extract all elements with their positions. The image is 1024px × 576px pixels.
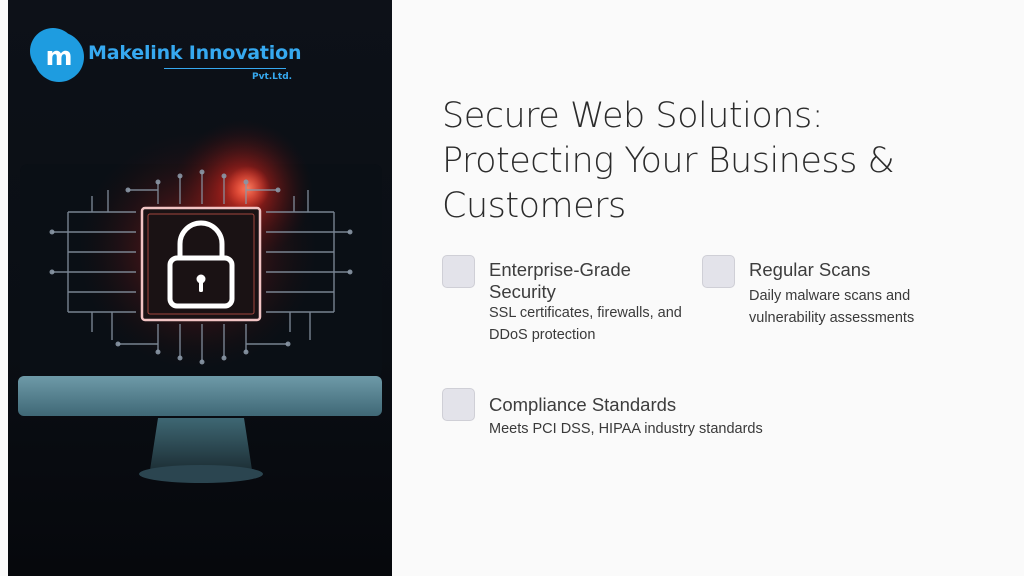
feature-checkbox[interactable] <box>702 255 735 288</box>
hero-image-panel: m Makelink Innovation Pvt.Ltd. <box>8 0 392 576</box>
feature-checkbox[interactable] <box>442 388 475 421</box>
feature-title: Enterprise-Grade Security <box>489 259 669 303</box>
feature-desc-line: Meets PCI DSS, HIPAA industry standards <box>489 421 763 437</box>
feature-title: Regular Scans <box>749 259 870 281</box>
feature-title-line: Security <box>489 281 556 302</box>
padlock-icon <box>167 220 235 309</box>
slide-title-line: Protecting Your Business & <box>442 141 895 181</box>
feature-description: Meets PCI DSS, HIPAA industry standards <box>489 418 819 440</box>
feature-desc-line: vulnerability assessments <box>749 310 915 326</box>
feature-desc-line: Daily malware scans and <box>749 288 911 304</box>
feature-title-line: Regular Scans <box>749 259 871 280</box>
feature-desc-line: DDoS protection <box>489 327 596 343</box>
feature-description: SSL certificates, firewalls, and DDoS pr… <box>489 302 699 346</box>
content-panel: Secure Web Solutions: Protecting Your Bu… <box>442 0 1002 576</box>
logo-badge: m <box>34 32 84 82</box>
circuit-traces <box>52 172 350 362</box>
slide-title-line: Customers <box>442 186 626 226</box>
feature-description: Daily malware scans and vulnerability as… <box>749 285 949 329</box>
monitor-stand <box>150 418 252 470</box>
feature-title: Compliance Standards <box>489 394 676 416</box>
feature-title-line: Compliance Standards <box>489 394 677 415</box>
feature-checkbox[interactable] <box>442 255 475 288</box>
logo-underline <box>164 68 286 69</box>
feature-desc-line: SSL certificates, firewalls, and <box>489 305 682 321</box>
monitor-bezel <box>18 376 382 416</box>
slide-title: Secure Web Solutions: Protecting Your Bu… <box>442 94 982 229</box>
logo-letter: m <box>45 42 73 72</box>
security-monitor-illustration <box>18 120 382 483</box>
logo-company-suffix: Pvt.Ltd. <box>252 72 293 82</box>
logo-company-name: Makelink Innovation <box>88 42 302 64</box>
feature-title-line: Enterprise-Grade <box>489 259 631 280</box>
slide-title-line: Secure Web Solutions: <box>442 96 824 136</box>
company-logo: m Makelink Innovation Pvt.Ltd. <box>24 28 302 92</box>
